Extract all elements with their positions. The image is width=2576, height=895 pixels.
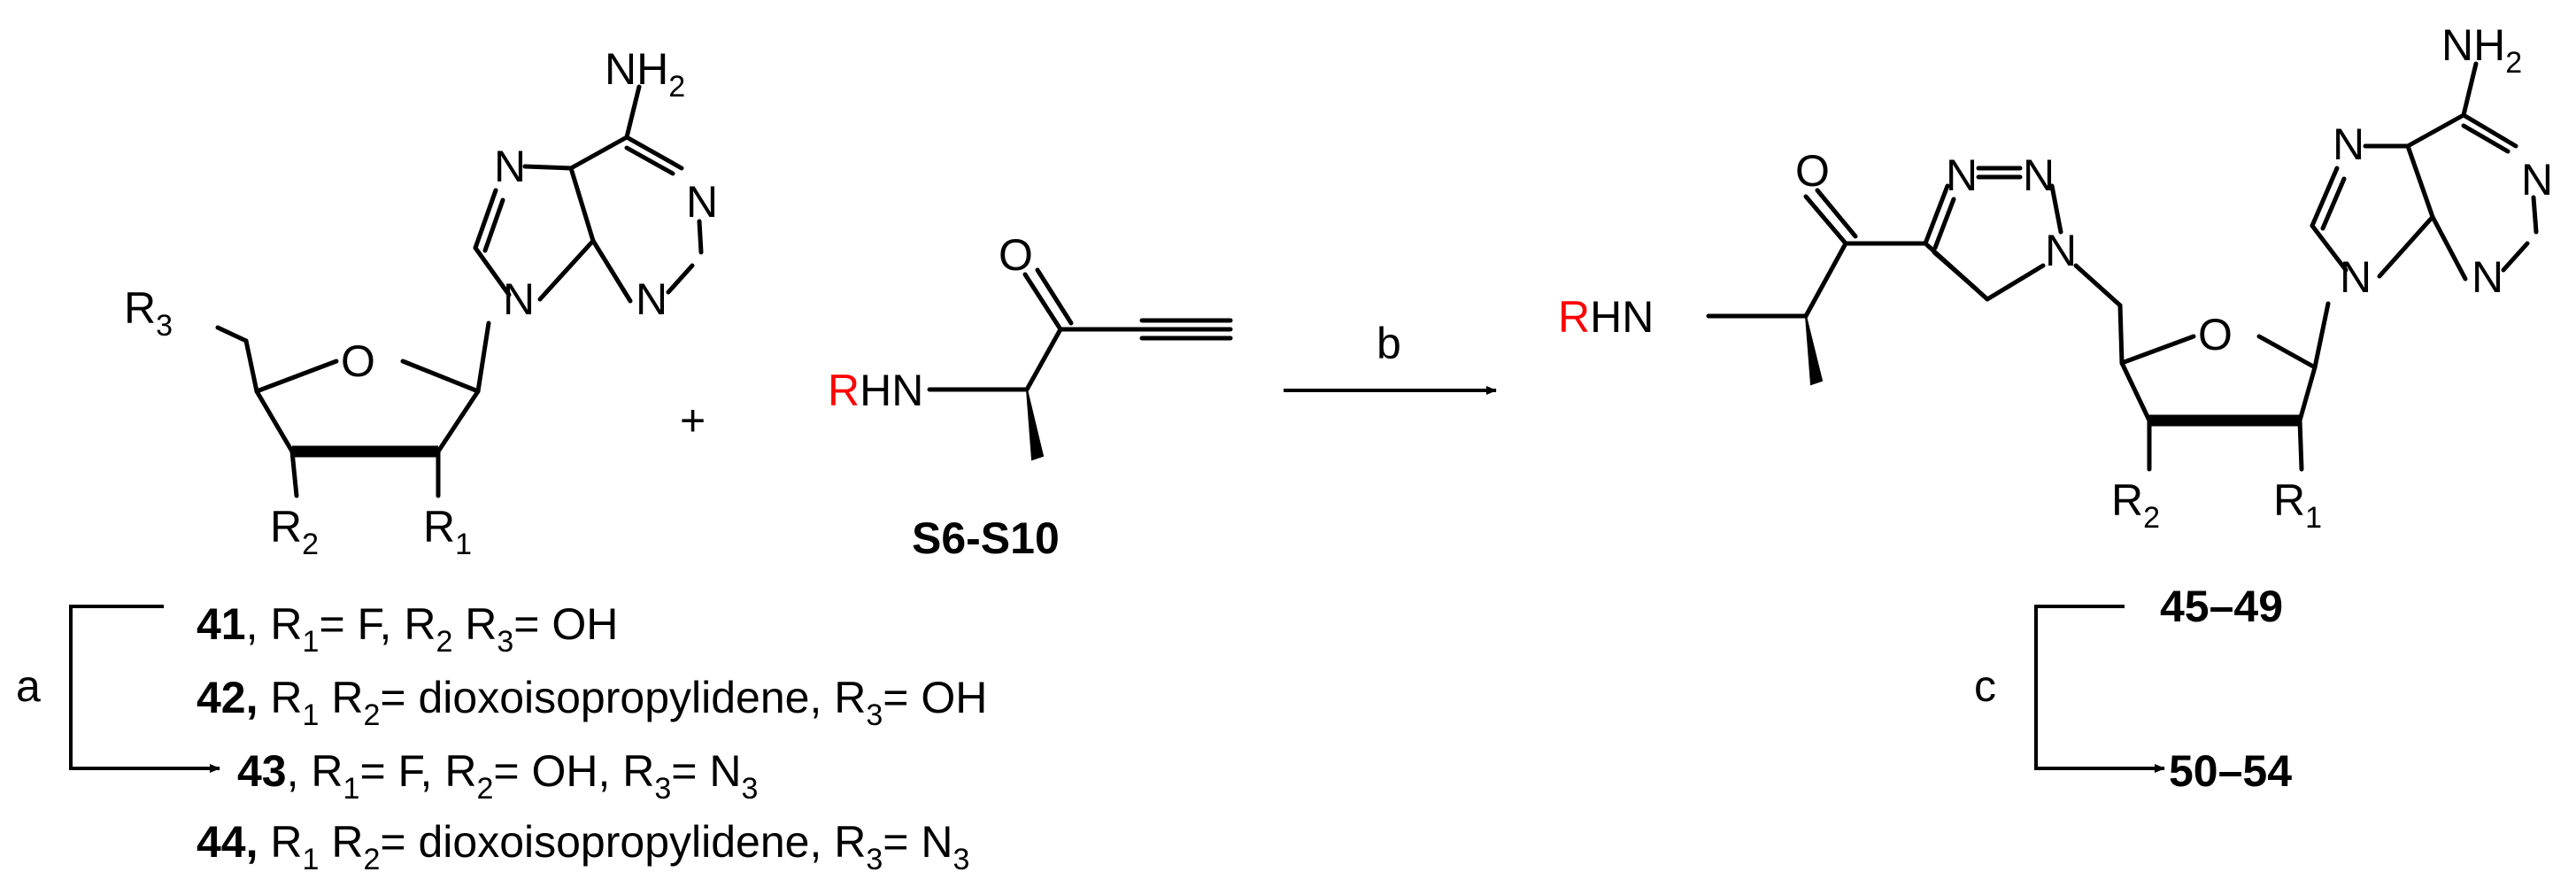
n-label: N	[2023, 150, 2055, 200]
o-label: O	[2198, 310, 2233, 359]
r3-label: R3	[124, 283, 173, 343]
compound-range-50-54: 50–54	[2169, 746, 2292, 796]
reaction-arrow-a	[69, 605, 220, 773]
compound-range-45-49: 45–49	[2160, 582, 2283, 631]
r-group: R	[828, 366, 860, 415]
o-label: O	[999, 230, 1033, 280]
n-label: N	[494, 142, 526, 191]
n-label: N	[686, 177, 718, 227]
reaction-arrow-c	[2034, 605, 2165, 773]
n-label: N	[2333, 120, 2364, 169]
alkyne-compound-label: S6-S10	[912, 513, 1060, 563]
compound-42-line: 42, R1 R2= dioxoisopropylidene, R3= OH	[197, 673, 987, 732]
r2-label: R2	[270, 502, 319, 561]
o-label: O	[1795, 146, 1830, 196]
arrow-c-label: c	[1974, 661, 1996, 711]
left-nucleoside: NH2 N N N N O R3 R2 R1	[124, 44, 718, 561]
n-label: N	[2045, 226, 2077, 275]
n-label: N	[2472, 252, 2503, 302]
o-label: O	[341, 336, 375, 386]
r2-label: R2	[2111, 475, 2160, 535]
n-label: N	[636, 274, 667, 324]
arrow-b-label: b	[1377, 319, 1401, 368]
nh2-label: NH2	[605, 44, 685, 104]
compound-43-line: 43, R1= F, R2= OH, R3= N3	[237, 746, 758, 806]
rhn-label: RHN	[1558, 292, 1654, 342]
compound-44-line: 44, R1 R2= dioxoisopropylidene, R3= N3	[197, 817, 969, 876]
r1-label: R1	[423, 502, 472, 561]
product-structure: O RHN N N N O R2 R1 N N N N NH2	[1558, 20, 2553, 535]
r-group: R	[1558, 292, 1590, 342]
plus-sign: +	[680, 396, 706, 445]
r1-label: R1	[2273, 475, 2322, 535]
nh2-label: NH2	[2441, 20, 2522, 80]
n-label: N	[503, 274, 535, 324]
arrow-a-label: a	[16, 661, 41, 711]
n-label: N	[2521, 155, 2553, 204]
n-label: N	[1946, 150, 1978, 200]
n-label: N	[2340, 252, 2372, 302]
compound-41-line: 41, R1= F, R2 R3= OH	[197, 599, 618, 659]
alkynyl-ketone: O RHN S6-S10	[828, 230, 1233, 563]
rhn-label: RHN	[828, 366, 923, 415]
